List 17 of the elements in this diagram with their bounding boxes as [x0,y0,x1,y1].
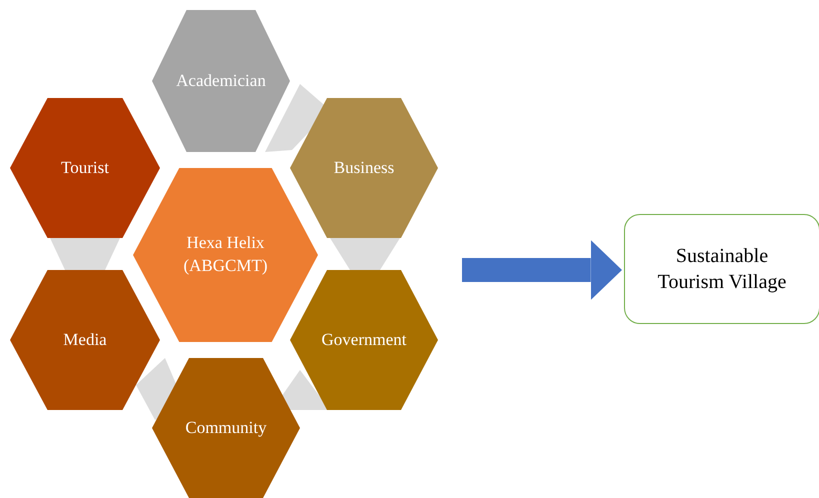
node-label: Government [322,328,406,351]
node-label: Hexa Helix (ABGCMT) [182,232,269,277]
node-label: Business [334,156,394,179]
hexagon [10,98,160,238]
node-label: Tourist [61,156,109,179]
hexagon [152,10,290,152]
hexagon [133,168,318,342]
hexagon [10,270,160,410]
hexagon [290,98,438,238]
node-label: Academician [176,70,266,92]
hexagon [290,270,438,410]
node-label: Sustainable Tourism Village [656,244,788,295]
node-label: Media [63,328,107,351]
outcome-box [624,214,819,324]
block-arrow [462,240,622,300]
hexagon [152,358,300,498]
node-label: Community [185,416,267,439]
